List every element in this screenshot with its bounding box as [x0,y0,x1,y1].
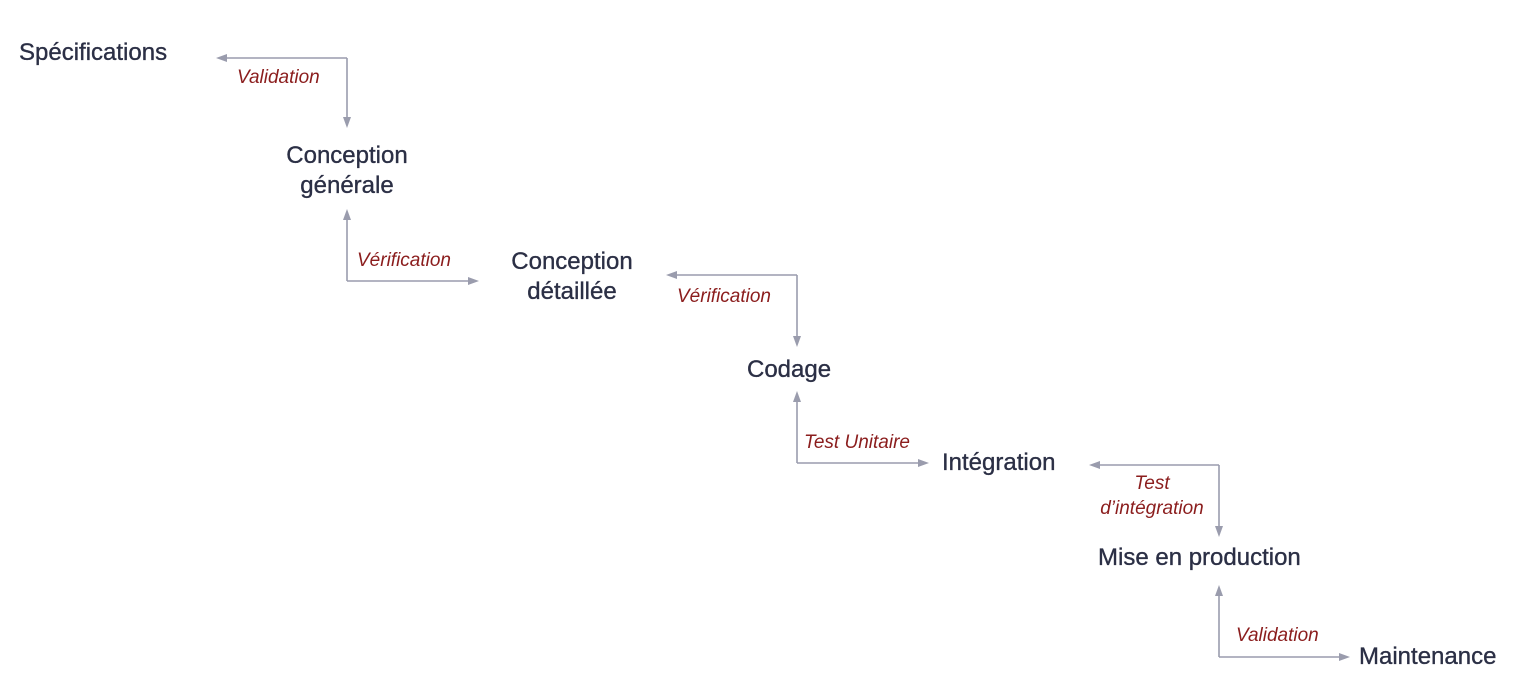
arrowhead-down [793,336,801,347]
check-test-unitaire: Test Unitaire [804,432,910,453]
stage-conception-generale-line-2: générale [300,172,394,199]
stage-conception-generale-line-1: Conception [286,142,408,169]
stage-maintenance: Maintenance [1359,643,1497,670]
check-test-integration-line-2: d’intégration [1100,498,1204,519]
arrowhead-down [343,117,351,128]
stage-integration: Intégration [942,449,1056,476]
arrowhead-up [793,391,801,402]
stage-conception-detaillee-line-2: détaillée [527,278,617,305]
arrowhead-down [1215,526,1223,537]
connector-specifications-conception-generale [216,54,351,128]
connector-conception-detaillee-codage [666,271,801,347]
stage-conception-generale: Conception générale [247,141,447,201]
check-validation-1: Validation [237,67,320,88]
arrowhead-right [1339,653,1350,661]
arrowhead-left [1089,461,1100,469]
stage-specifications: Spécifications [19,39,168,66]
arrowhead-up [343,209,351,220]
arrowhead-left [666,271,677,279]
connector-codage-integration [793,391,929,467]
arrowhead-right [918,459,929,467]
stage-codage: Codage [747,356,832,383]
check-test-integration: Test d’intégration [1082,471,1222,521]
check-verification-2: Vérification [677,286,771,307]
stage-conception-detaillee-line-1: Conception [511,248,633,275]
stage-conception-detaillee: Conception détaillée [472,247,672,307]
check-test-integration-line-1: Test [1134,473,1170,494]
arrowhead-right [468,277,479,285]
check-verification-1: Vérification [357,250,451,271]
arrowhead-left [216,54,227,62]
arrowhead-up [1215,585,1223,596]
connector-integration-mise-en-production [1089,461,1223,537]
connector-mise-en-production-maintenance [1215,585,1350,661]
check-validation-2: Validation [1236,625,1319,646]
stage-mise-en-production: Mise en production [1098,544,1301,571]
connector-conception-generale-conception-detaillee [343,209,479,285]
